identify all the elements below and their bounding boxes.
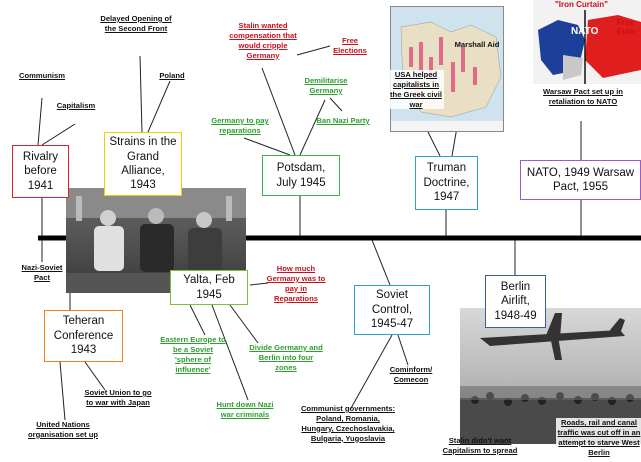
note-how-much-reparations: How much Germany was to pay in Reparatio… — [266, 264, 326, 303]
node-potsdam: Potsdam, July 1945 — [262, 155, 340, 196]
note-germany-reparations: Germany to pay reparations — [211, 116, 269, 135]
note-soviet-japan: Soviet Union to go to war with Japan — [84, 388, 152, 407]
node-rivalry-label: Rivalry before 1941 — [22, 150, 59, 192]
node-truman-label: Truman Doctrine, 1947 — [423, 162, 470, 204]
node-potsdam-label: Potsdam, July 1945 — [276, 162, 326, 189]
note-free-elections: Free Elections — [333, 36, 367, 55]
note-poland: Poland — [159, 71, 185, 80]
note-cominform: Cominform/ Comecon — [389, 365, 433, 384]
note-capitalism: Capitalism — [56, 101, 96, 110]
node-rivalry: Rivalry before 1941 — [12, 145, 69, 198]
note-roads-cut-off: Roads, rail and canal traffic was cut of… — [556, 418, 641, 458]
note-delayed-second-front: Delayed Opening of the Second Front — [100, 14, 172, 33]
iron-curtain-label: "Iron Curtain" — [555, 0, 608, 9]
node-yalta: Yalta, Feb 1945 — [170, 270, 248, 305]
note-communism: Communism — [19, 71, 65, 80]
note-demilitarise: Demilitarise Germany — [304, 76, 348, 95]
node-nato: NATO, 1949 Warsaw Pact, 1955 — [520, 160, 641, 200]
europe-map — [390, 6, 504, 132]
nato-map-label: NATO — [571, 26, 599, 37]
node-teheran-label: Teheran Conference 1943 — [53, 315, 114, 357]
node-berlin: Berlin Airlift, 1948-49 — [485, 275, 546, 328]
node-soviet-control: Soviet Control, 1945-47 — [354, 285, 430, 335]
node-berlin-label: Berlin Airlift, 1948-49 — [494, 280, 537, 322]
note-warsaw-setup: Warsaw Pact set up in retaliation to NAT… — [543, 87, 623, 106]
europe-map-image — [391, 7, 503, 131]
note-ban-nazi-party: Ban Nazi Party — [316, 116, 370, 125]
node-nato-label: NATO, 1949 Warsaw Pact, 1955 — [526, 166, 635, 193]
nato-map-image — [533, 0, 641, 84]
nato-map: "Iron Curtain" NATO Free Euro — [533, 0, 641, 84]
free-europe-label: Free Euro — [617, 18, 636, 36]
note-stalin-compensation: Stalin wanted compensation that would cr… — [229, 21, 297, 60]
note-divide-germany: Divide Germany and Berlin into four zone… — [249, 343, 323, 372]
note-stalin-didnt-want: Stalin didn't want Capitalism to spread — [442, 436, 518, 455]
note-usa-helped: USA helped capitalists in the Greek civi… — [388, 70, 444, 110]
node-yalta-label: Yalta, Feb 1945 — [183, 274, 235, 301]
node-truman: Truman Doctrine, 1947 — [415, 156, 478, 210]
node-strains-label: Strains in the Grand Alliance, 1943 — [109, 136, 177, 192]
note-communist-governments: Communist governments: Poland, Romania, … — [300, 404, 396, 443]
note-nazi-soviet-pact: Nazi-Soviet Pact — [21, 263, 63, 282]
note-hunt-nazis: Hunt down Nazi war criminals — [216, 400, 274, 419]
note-marshall-aid: Marshall Aid — [454, 40, 500, 49]
node-soviet-control-label: Soviet Control, 1945-47 — [370, 289, 414, 331]
note-eastern-europe: Eastern Europe to be a Soviet 'sphere of… — [160, 335, 226, 374]
node-strains: Strains in the Grand Alliance, 1943 — [104, 132, 182, 196]
node-teheran: Teheran Conference 1943 — [44, 310, 123, 362]
note-united-nations: United Nations organisation set up — [27, 420, 99, 439]
